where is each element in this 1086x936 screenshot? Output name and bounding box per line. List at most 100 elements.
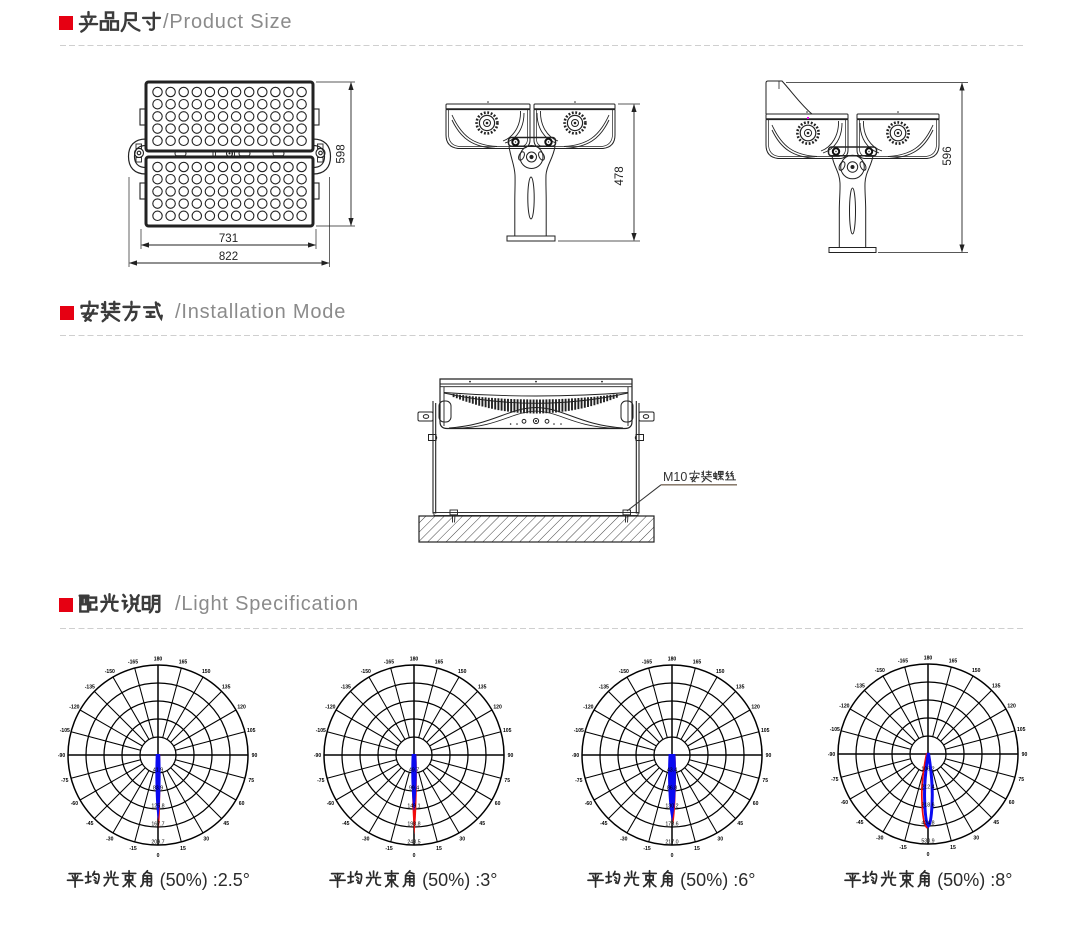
svg-text:75: 75 [248,778,254,784]
svg-text:45: 45 [737,821,743,827]
svg-text:-15: -15 [385,846,393,852]
svg-text:15: 15 [436,846,442,852]
svg-text:-15: -15 [643,846,651,852]
svg-text:86.8: 86.8 [666,786,676,792]
svg-text:-60: -60 [327,801,335,807]
svg-text:-30: -30 [620,836,628,842]
svg-text:135: 135 [222,685,231,691]
svg-text:-75: -75 [61,778,69,784]
svg-text:43.4: 43.4 [666,768,676,774]
svg-text:60: 60 [752,801,758,807]
svg-text:120: 120 [751,705,760,711]
svg-text:0: 0 [413,853,416,859]
svg-text:150: 150 [972,668,981,674]
svg-text:15: 15 [180,846,186,852]
svg-text:49.7: 49.7 [409,768,419,774]
svg-text:-105: -105 [830,727,840,733]
svg-text:478: 478 [614,166,626,185]
svg-text:60: 60 [1009,800,1015,806]
svg-text:-135: -135 [598,685,608,691]
svg-text:15: 15 [694,846,700,852]
svg-text:-90: -90 [571,753,579,759]
svg-text:30: 30 [459,836,465,842]
svg-text:-60: -60 [584,801,592,807]
svg-text:248.5: 248.5 [407,840,420,846]
svg-text:90: 90 [508,753,514,759]
svg-text:-30: -30 [362,836,370,842]
svg-text:0: 0 [157,853,160,859]
svg-text:-105: -105 [60,728,70,734]
svg-text:167.7: 167.7 [151,822,164,828]
svg-text:45: 45 [479,821,485,827]
svg-text:150: 150 [715,669,724,675]
svg-text:822: 822 [219,251,238,263]
svg-text:424.8: 424.8 [921,821,934,827]
svg-text:-165: -165 [128,660,138,666]
svg-text:-120: -120 [583,705,593,711]
svg-text:165: 165 [949,659,958,665]
svg-text:135: 135 [735,685,744,691]
svg-text:173.6: 173.6 [665,822,678,828]
svg-text:318.6: 318.6 [921,803,934,809]
svg-text:530.9: 530.9 [921,839,934,845]
svg-text:-120: -120 [69,705,79,711]
svg-text:0: 0 [670,853,673,859]
svg-text:180: 180 [924,655,933,661]
svg-text:150: 150 [458,669,467,675]
svg-text:-120: -120 [839,704,849,710]
svg-text:-150: -150 [105,669,115,675]
svg-text:-150: -150 [875,668,885,674]
svg-text:120: 120 [493,705,502,711]
svg-text:-75: -75 [317,778,325,784]
svg-text:75: 75 [762,778,768,784]
svg-text:106.2: 106.2 [921,767,934,773]
svg-text:-105: -105 [573,728,583,734]
svg-text:135: 135 [478,685,487,691]
svg-text:-45: -45 [342,821,350,827]
svg-text:130.2: 130.2 [665,804,678,810]
svg-text:209.7: 209.7 [151,840,164,846]
svg-text:-60: -60 [841,800,849,806]
svg-text:165: 165 [179,660,188,666]
svg-text:0: 0 [927,852,930,858]
svg-text:-165: -165 [384,660,394,666]
svg-text:-15: -15 [129,846,137,852]
svg-text:-165: -165 [898,659,908,665]
svg-text:217.0: 217.0 [665,840,678,846]
svg-text:99.4: 99.4 [409,786,419,792]
svg-text:180: 180 [154,656,163,662]
svg-text:149.1: 149.1 [407,804,420,810]
svg-text:-75: -75 [575,778,583,784]
svg-text:180: 180 [410,656,419,662]
svg-text:60: 60 [239,801,245,807]
svg-text:-15: -15 [899,845,907,851]
svg-text:45: 45 [993,820,999,826]
svg-text:75: 75 [504,778,510,784]
svg-text:165: 165 [692,660,701,666]
svg-text:-165: -165 [641,660,651,666]
svg-text:30: 30 [973,835,979,841]
svg-text:-60: -60 [71,801,79,807]
svg-text:83.9: 83.9 [153,786,163,792]
svg-text:-90: -90 [314,753,322,759]
svg-text:-45: -45 [86,821,94,827]
svg-text:-75: -75 [831,777,839,783]
svg-text:731: 731 [219,233,238,245]
svg-text:-45: -45 [856,820,864,826]
svg-text:105: 105 [1017,727,1026,733]
svg-text:M10: M10 [663,470,687,484]
svg-text:180: 180 [667,656,676,662]
svg-text:-150: -150 [618,669,628,675]
svg-text:-135: -135 [341,685,351,691]
svg-text:165: 165 [435,660,444,666]
svg-text:30: 30 [717,836,723,842]
svg-text:198.8: 198.8 [407,822,420,828]
svg-text:-105: -105 [316,728,326,734]
svg-text:-45: -45 [600,821,608,827]
svg-text:90: 90 [252,753,258,759]
svg-text:150: 150 [202,669,211,675]
svg-text:-150: -150 [361,669,371,675]
svg-text:41.9: 41.9 [153,768,163,774]
svg-text:105: 105 [247,728,256,734]
svg-text:596: 596 [942,146,954,165]
